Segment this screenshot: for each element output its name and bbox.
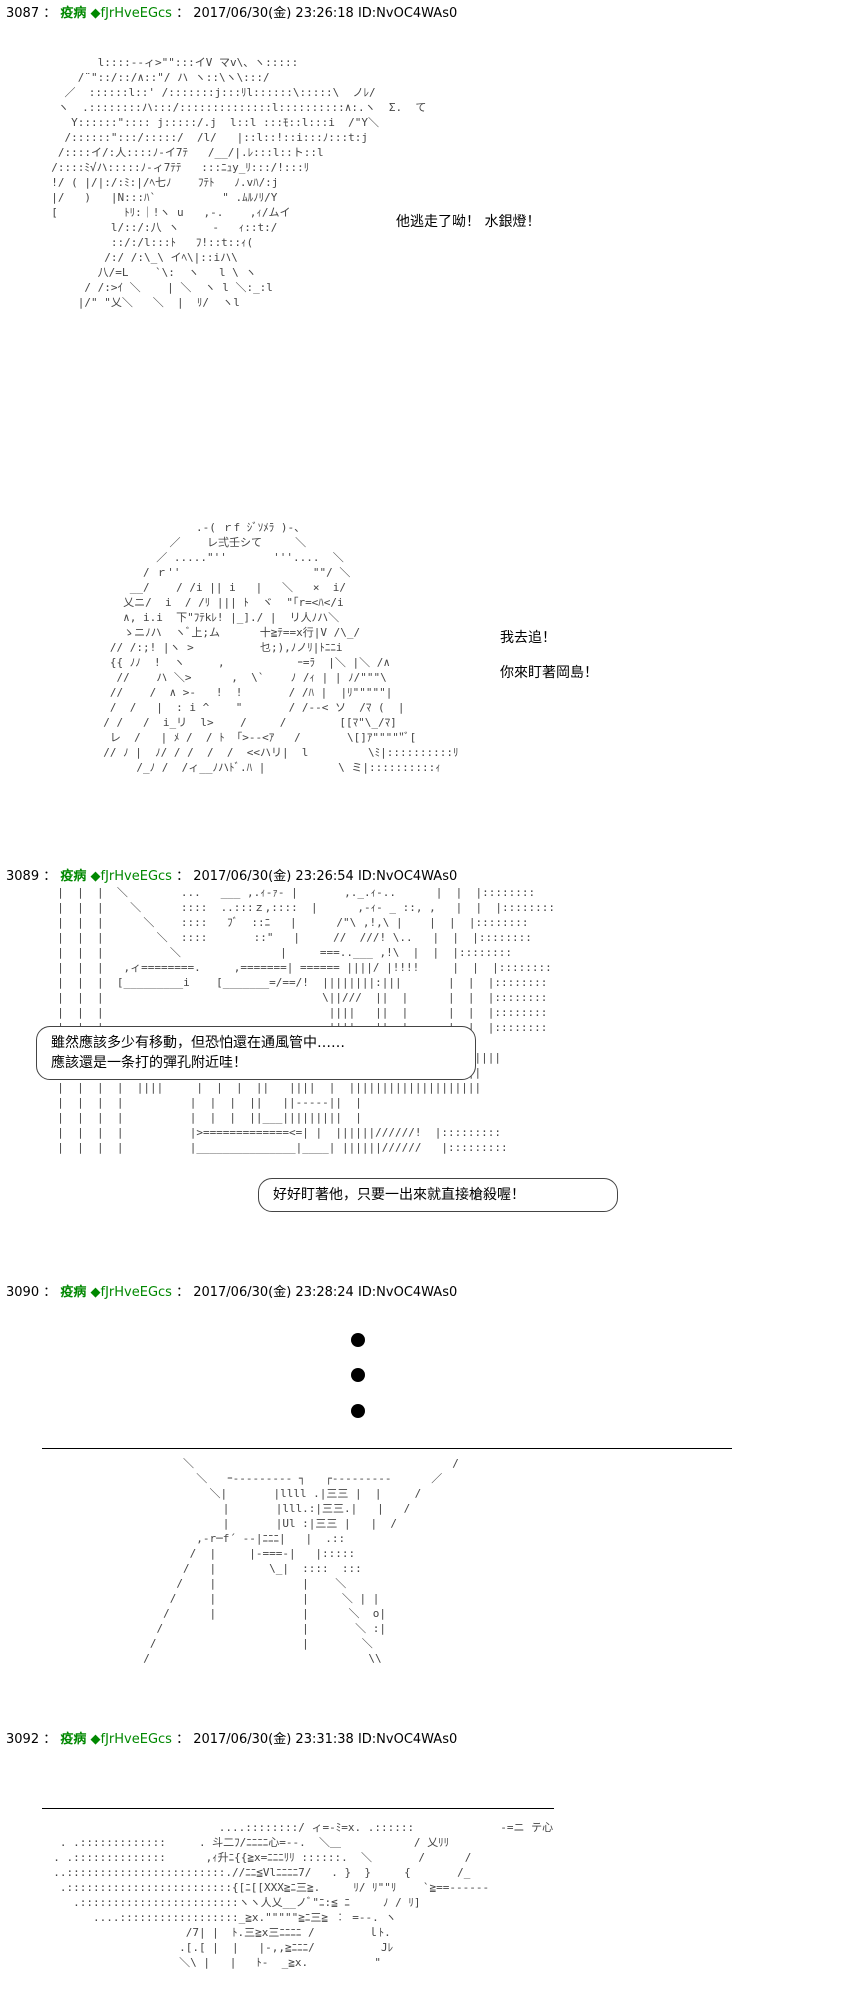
post-header: 3092 ： 疫病 ◆fJrHveEGcs ： 2017/06/30(金) 23…: [6, 1732, 458, 1747]
post-datetime: 2017/06/30(金) 23:28:24 ID:NvOC4WAs0: [193, 1285, 458, 1300]
poster-name[interactable]: 疫病: [60, 6, 87, 21]
bubble-text: 好好盯著他，只要一出來就直接槍殺喔！: [273, 1187, 525, 1203]
poster-trip: ◆fJrHveEGcs: [90, 1732, 172, 1747]
post-header: 3089 ： 疫病 ◆fJrHveEGcs ： 2017/06/30(金) 23…: [6, 869, 458, 884]
bubble-text: 應該還是一条打的彈孔附近哇！: [51, 1055, 247, 1071]
post-header: 3090 ： 疫病 ◆fJrHveEGcs ： 2017/06/30(金) 23…: [6, 1285, 458, 1300]
scene-break-dot: [351, 1333, 365, 1347]
scene-break-dot: [351, 1404, 365, 1418]
post-header: 3087 ： 疫病 ◆fJrHveEGcs ： 2017/06/30(金) 23…: [6, 6, 458, 21]
bubble-text: 雖然應該多少有移動，但恐怕還在通風管中……: [51, 1035, 345, 1051]
post-datetime: 2017/06/30(金) 23:26:18 ID:NvOC4WAs0: [193, 6, 458, 21]
post-number: 3087: [6, 6, 40, 21]
divider-line: [42, 1448, 732, 1449]
divider-line: [42, 1808, 554, 1809]
ascii-art-character-1: l::::--ィ>"":::イV マv\、ヽ::::: /¨"::/::/∧::…: [51, 56, 427, 309]
ascii-art-gun-in-vent: ＼ / ＼ ｰ--------- ┐ ┌--------- ／ ＼| |llll…: [143, 1457, 459, 1665]
post-datetime: 2017/06/30(金) 23:31:38 ID:NvOC4WAs0: [193, 1732, 458, 1747]
post-number: 3089: [6, 869, 40, 884]
poster-name[interactable]: 疫病: [60, 1285, 87, 1300]
poster-trip: ◆fJrHveEGcs: [90, 1285, 172, 1300]
poster-name[interactable]: 疫病: [60, 1732, 87, 1747]
dialogue-line: 你來盯著岡島！: [500, 665, 598, 681]
poster-trip: ◆fJrHveEGcs: [90, 6, 172, 21]
post-number: 3092: [6, 1732, 40, 1747]
ascii-art-vent-scene: | | | ＼ ... ___ ,.ｨ-ｧ- | ,._.ｨ-.. | | |:…: [57, 886, 555, 1154]
post-number: 3090: [6, 1285, 40, 1300]
poster-trip: ◆fJrHveEGcs: [90, 869, 172, 884]
scene-break-dot: [351, 1368, 365, 1382]
dialogue-line: 我去追！: [500, 630, 556, 646]
poster-name[interactable]: 疫病: [60, 869, 87, 884]
ascii-art-figure: ....::::::::/ ィ=-ﾐ=x. .:::::: -=ニ テ心 . .…: [53, 1821, 554, 1969]
speech-bubble: 好好盯著他，只要一出來就直接槍殺喔！: [258, 1178, 618, 1212]
post-datetime: 2017/06/30(金) 23:26:54 ID:NvOC4WAs0: [193, 869, 458, 884]
speech-bubble: 雖然應該多少有移動，但恐怕還在通風管中…… 應該還是一条打的彈孔附近哇！: [36, 1026, 476, 1080]
ascii-art-character-2: .-( ｒf ｼﾞｿﾒﾗ )-、 ／ レ弍壬シて ＼ ／ ....."'' ''…: [103, 521, 459, 774]
dialogue-line: 他逃走了呦！ 水銀燈！: [396, 214, 541, 230]
